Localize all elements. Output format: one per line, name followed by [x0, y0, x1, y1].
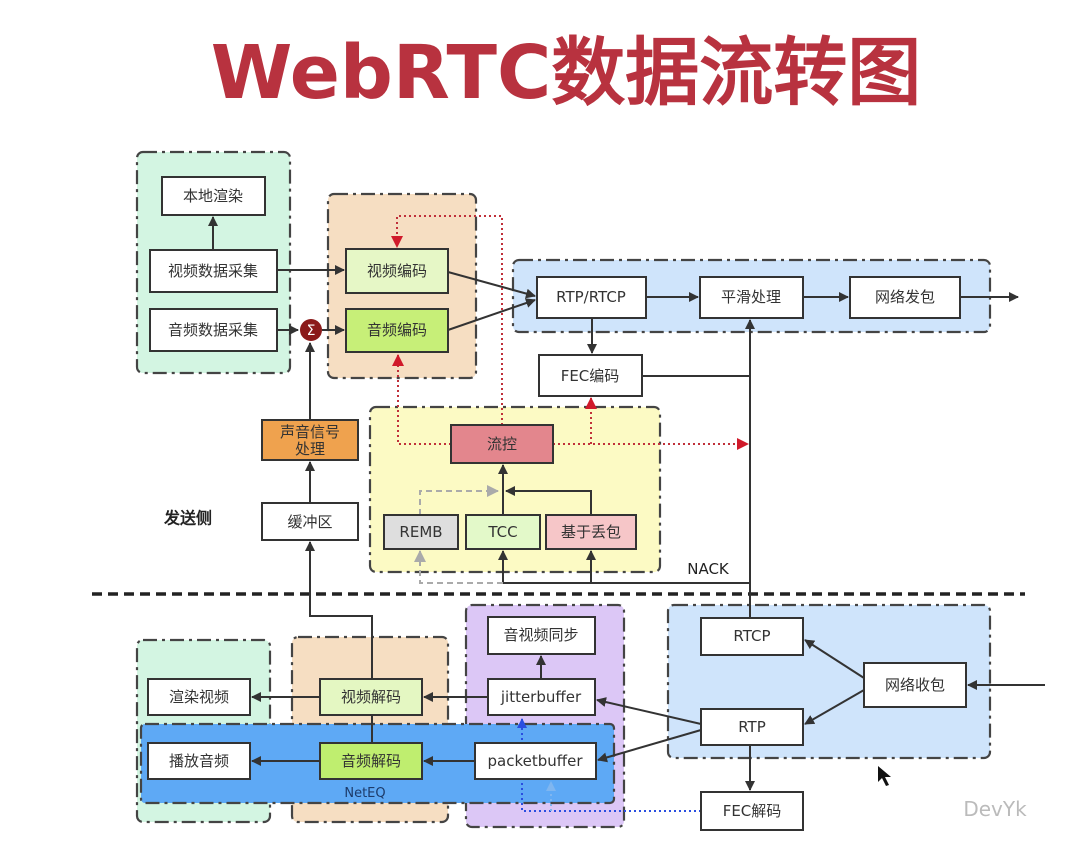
- svg-text:本地渲染: 本地渲染: [183, 187, 243, 205]
- svg-text:视频数据采集: 视频数据采集: [168, 262, 258, 280]
- loss-based-box: 基于丢包: [545, 514, 637, 550]
- svg-text:渲染视频: 渲染视频: [169, 688, 229, 706]
- fec-decode-box: FEC解码: [700, 791, 804, 831]
- jitterbuffer-box: jitterbuffer: [487, 678, 596, 716]
- svg-text:FEC解码: FEC解码: [723, 802, 782, 820]
- neteq-label: NetEQ: [344, 786, 385, 801]
- rtp-rtcp-box: RTP/RTCP: [536, 276, 647, 319]
- sender-connections: [208, 215, 1019, 679]
- svg-text:Σ: Σ: [307, 323, 316, 339]
- svg-text:RTP/RTCP: RTP/RTCP: [556, 288, 626, 306]
- svg-text:RTCP: RTCP: [733, 627, 770, 645]
- svg-text:声音信号: 声音信号: [280, 423, 340, 441]
- rtcp-box: RTCP: [700, 617, 804, 656]
- svg-text:平滑处理: 平滑处理: [721, 288, 781, 306]
- local-render-box: 本地渲染: [161, 176, 266, 216]
- svg-text:音频数据采集: 音频数据采集: [168, 321, 258, 339]
- svg-text:packetbuffer: packetbuffer: [488, 752, 584, 770]
- video-decode-box: 视频解码: [319, 678, 423, 716]
- flow-control-box: 流控: [450, 424, 554, 464]
- svg-text:RTP: RTP: [738, 718, 766, 736]
- svg-text:网络收包: 网络收包: [885, 676, 945, 694]
- nack-label: NACK: [687, 560, 730, 578]
- video-encode-box: 视频编码: [345, 248, 449, 294]
- svg-text:基于丢包: 基于丢包: [561, 523, 621, 541]
- diagram-title: WebRTC数据流转图: [211, 30, 922, 116]
- render-video-box: 渲染视频: [147, 678, 251, 716]
- svg-text:处理: 处理: [295, 440, 325, 458]
- network-send-box: 网络发包: [849, 276, 961, 319]
- svg-text:流控: 流控: [487, 435, 517, 453]
- svg-text:视频编码: 视频编码: [367, 262, 427, 280]
- fec-encode-box: FEC编码: [538, 354, 643, 397]
- video-capture-box: 视频数据采集: [149, 249, 278, 293]
- tcc-box: TCC: [465, 514, 541, 550]
- av-sync-box: 音视频同步: [487, 616, 596, 655]
- svg-text:REMB: REMB: [399, 523, 442, 541]
- network-recv-box: 网络收包: [863, 662, 967, 708]
- svg-text:音视频同步: 音视频同步: [503, 626, 578, 644]
- watermark: DevYk: [963, 797, 1027, 821]
- rtp-box: RTP: [700, 708, 804, 746]
- svg-text:音频解码: 音频解码: [341, 752, 401, 770]
- sender-side-label: 发送侧: [163, 509, 212, 528]
- svg-text:TCC: TCC: [487, 523, 517, 541]
- svg-text:缓冲区: 缓冲区: [287, 513, 332, 531]
- svg-text:FEC编码: FEC编码: [561, 367, 620, 385]
- smoothing-box: 平滑处理: [699, 276, 804, 319]
- packetbuffer-box: packetbuffer: [474, 742, 597, 780]
- svg-text:音频编码: 音频编码: [367, 321, 427, 339]
- audio-capture-box: 音频数据采集: [149, 308, 278, 352]
- svg-text:网络发包: 网络发包: [875, 288, 935, 306]
- play-audio-box: 播放音频: [147, 742, 251, 780]
- mixer-sigma-icon: Σ: [300, 319, 322, 341]
- svg-text:jitterbuffer: jitterbuffer: [500, 688, 582, 706]
- audio-encode-box: 音频编码: [345, 308, 449, 353]
- buffer-box: 缓冲区: [261, 502, 359, 541]
- mouse-cursor-icon: [878, 766, 891, 786]
- audio-decode-box: 音频解码: [319, 742, 423, 780]
- svg-text:播放音频: 播放音频: [169, 752, 229, 770]
- svg-text:视频解码: 视频解码: [341, 688, 401, 706]
- remb-box: REMB: [383, 514, 459, 550]
